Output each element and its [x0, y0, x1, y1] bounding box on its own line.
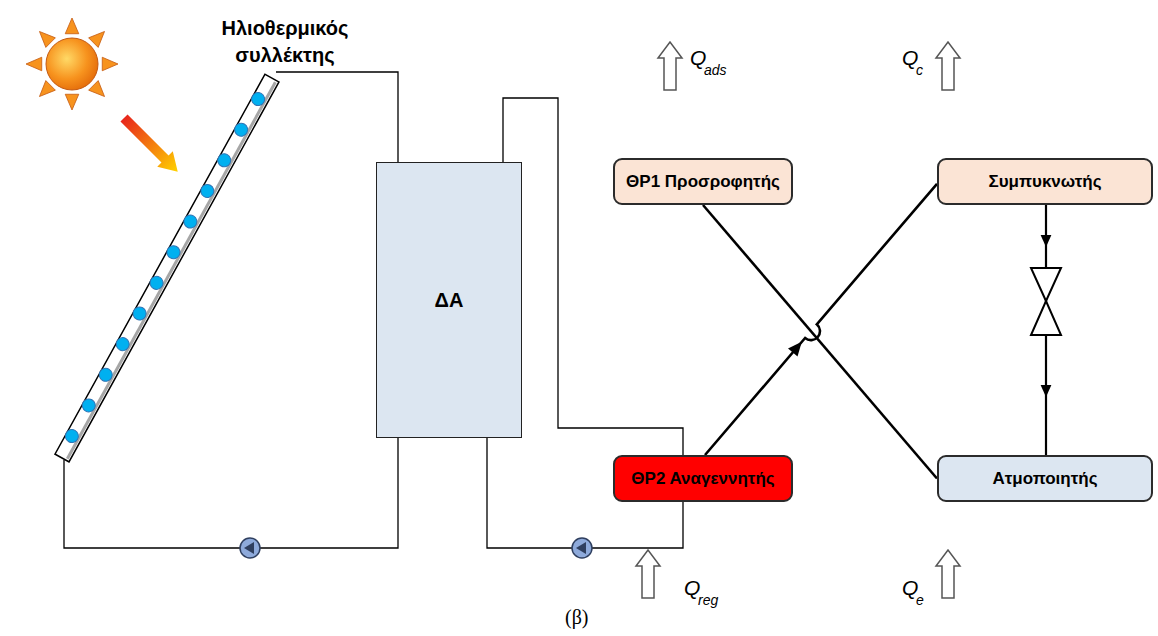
- connector: [276, 72, 398, 162]
- sun-ray: [39, 31, 55, 47]
- node-text: ΘΡ1 Προσροφητής: [626, 172, 780, 192]
- heat-subscript: c: [916, 62, 923, 78]
- sun-ray: [26, 57, 42, 71]
- pipe-line: [64, 438, 398, 548]
- node-text: ΘΡ2 Αναγεννητής: [631, 469, 774, 489]
- figure-caption: (β): [565, 606, 589, 629]
- heat-symbol: Q: [902, 46, 918, 70]
- node-text: ΔΑ: [435, 289, 464, 312]
- adsorber-box: ΘΡ1 Προσροφητής: [613, 158, 793, 205]
- connector: [705, 184, 937, 455]
- sun-ray: [89, 31, 105, 47]
- heat-arrow: [636, 550, 660, 598]
- connector: [703, 205, 937, 479]
- sun-ray: [39, 81, 55, 97]
- heat-subscript: e: [916, 592, 924, 608]
- sun-symbol: [46, 38, 98, 90]
- sun-ray: [65, 94, 79, 110]
- sun-ray: [65, 18, 79, 34]
- heat-arrow: [658, 42, 682, 90]
- node-text: Ατμοποιητής: [992, 469, 1097, 489]
- node-text: Συμπυκνωτής: [988, 172, 1101, 192]
- expansion-valve: [1031, 268, 1061, 335]
- arrowhead: [788, 342, 802, 357]
- connector: [64, 438, 398, 548]
- pump-symbol: [240, 538, 260, 558]
- regenerator-box: ΘΡ2 Αναγεννητής: [613, 455, 793, 502]
- vapour-line: [703, 205, 937, 479]
- heat-symbol: Q: [902, 576, 918, 600]
- vapour-line: [705, 184, 937, 455]
- sun-ray: [89, 81, 105, 97]
- evaporator-box: Ατμοποιητής: [937, 455, 1153, 502]
- collector-panel: [45, 15, 375, 470]
- heat-subscript: reg: [698, 592, 718, 608]
- condenser-box: Συμπυκνωτής: [937, 158, 1153, 205]
- heat-symbol: Q: [684, 576, 700, 600]
- pump-symbol: [572, 538, 592, 558]
- radiation-arrow: [116, 110, 185, 179]
- heat-arrow: [936, 42, 960, 90]
- pipe-line: [276, 72, 398, 162]
- arrowhead: [1041, 235, 1052, 247]
- connector: [503, 98, 683, 455]
- sun-rays: [26, 18, 118, 110]
- arrowhead: [1041, 385, 1052, 397]
- storage-tank: ΔΑ: [376, 162, 522, 438]
- heat-subscript: ads: [704, 62, 727, 78]
- heat-arrow: [936, 550, 960, 598]
- sun-ray: [102, 57, 118, 71]
- solar-collector: Ηλιοθερμικός συλλέκτης: [45, 15, 375, 470]
- heat-symbol: Q: [690, 46, 706, 70]
- node-heading: Ηλιοθερμικός συλλέκτης: [195, 15, 375, 69]
- pipe-line: [503, 98, 683, 455]
